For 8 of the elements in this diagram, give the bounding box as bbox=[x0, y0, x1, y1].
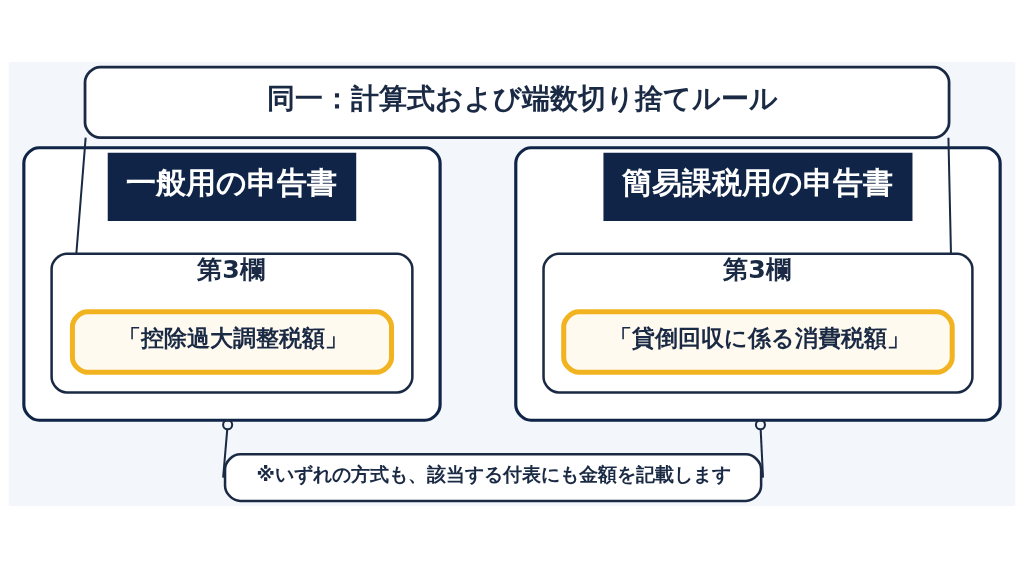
node-box: ※いずれの方式も、該当する付表にも金額を記載します bbox=[223, 453, 763, 503]
node-box: 同一：計算式および端数切り捨てルール bbox=[83, 65, 951, 140]
connector bbox=[947, 137, 952, 254]
connector bbox=[75, 137, 87, 254]
node-box: 「貸倒回収に係る消費税額」 bbox=[561, 309, 955, 375]
connector bbox=[754, 419, 766, 478]
connector bbox=[222, 419, 234, 478]
node-box: 「控除過大調整税額」 bbox=[69, 309, 395, 375]
